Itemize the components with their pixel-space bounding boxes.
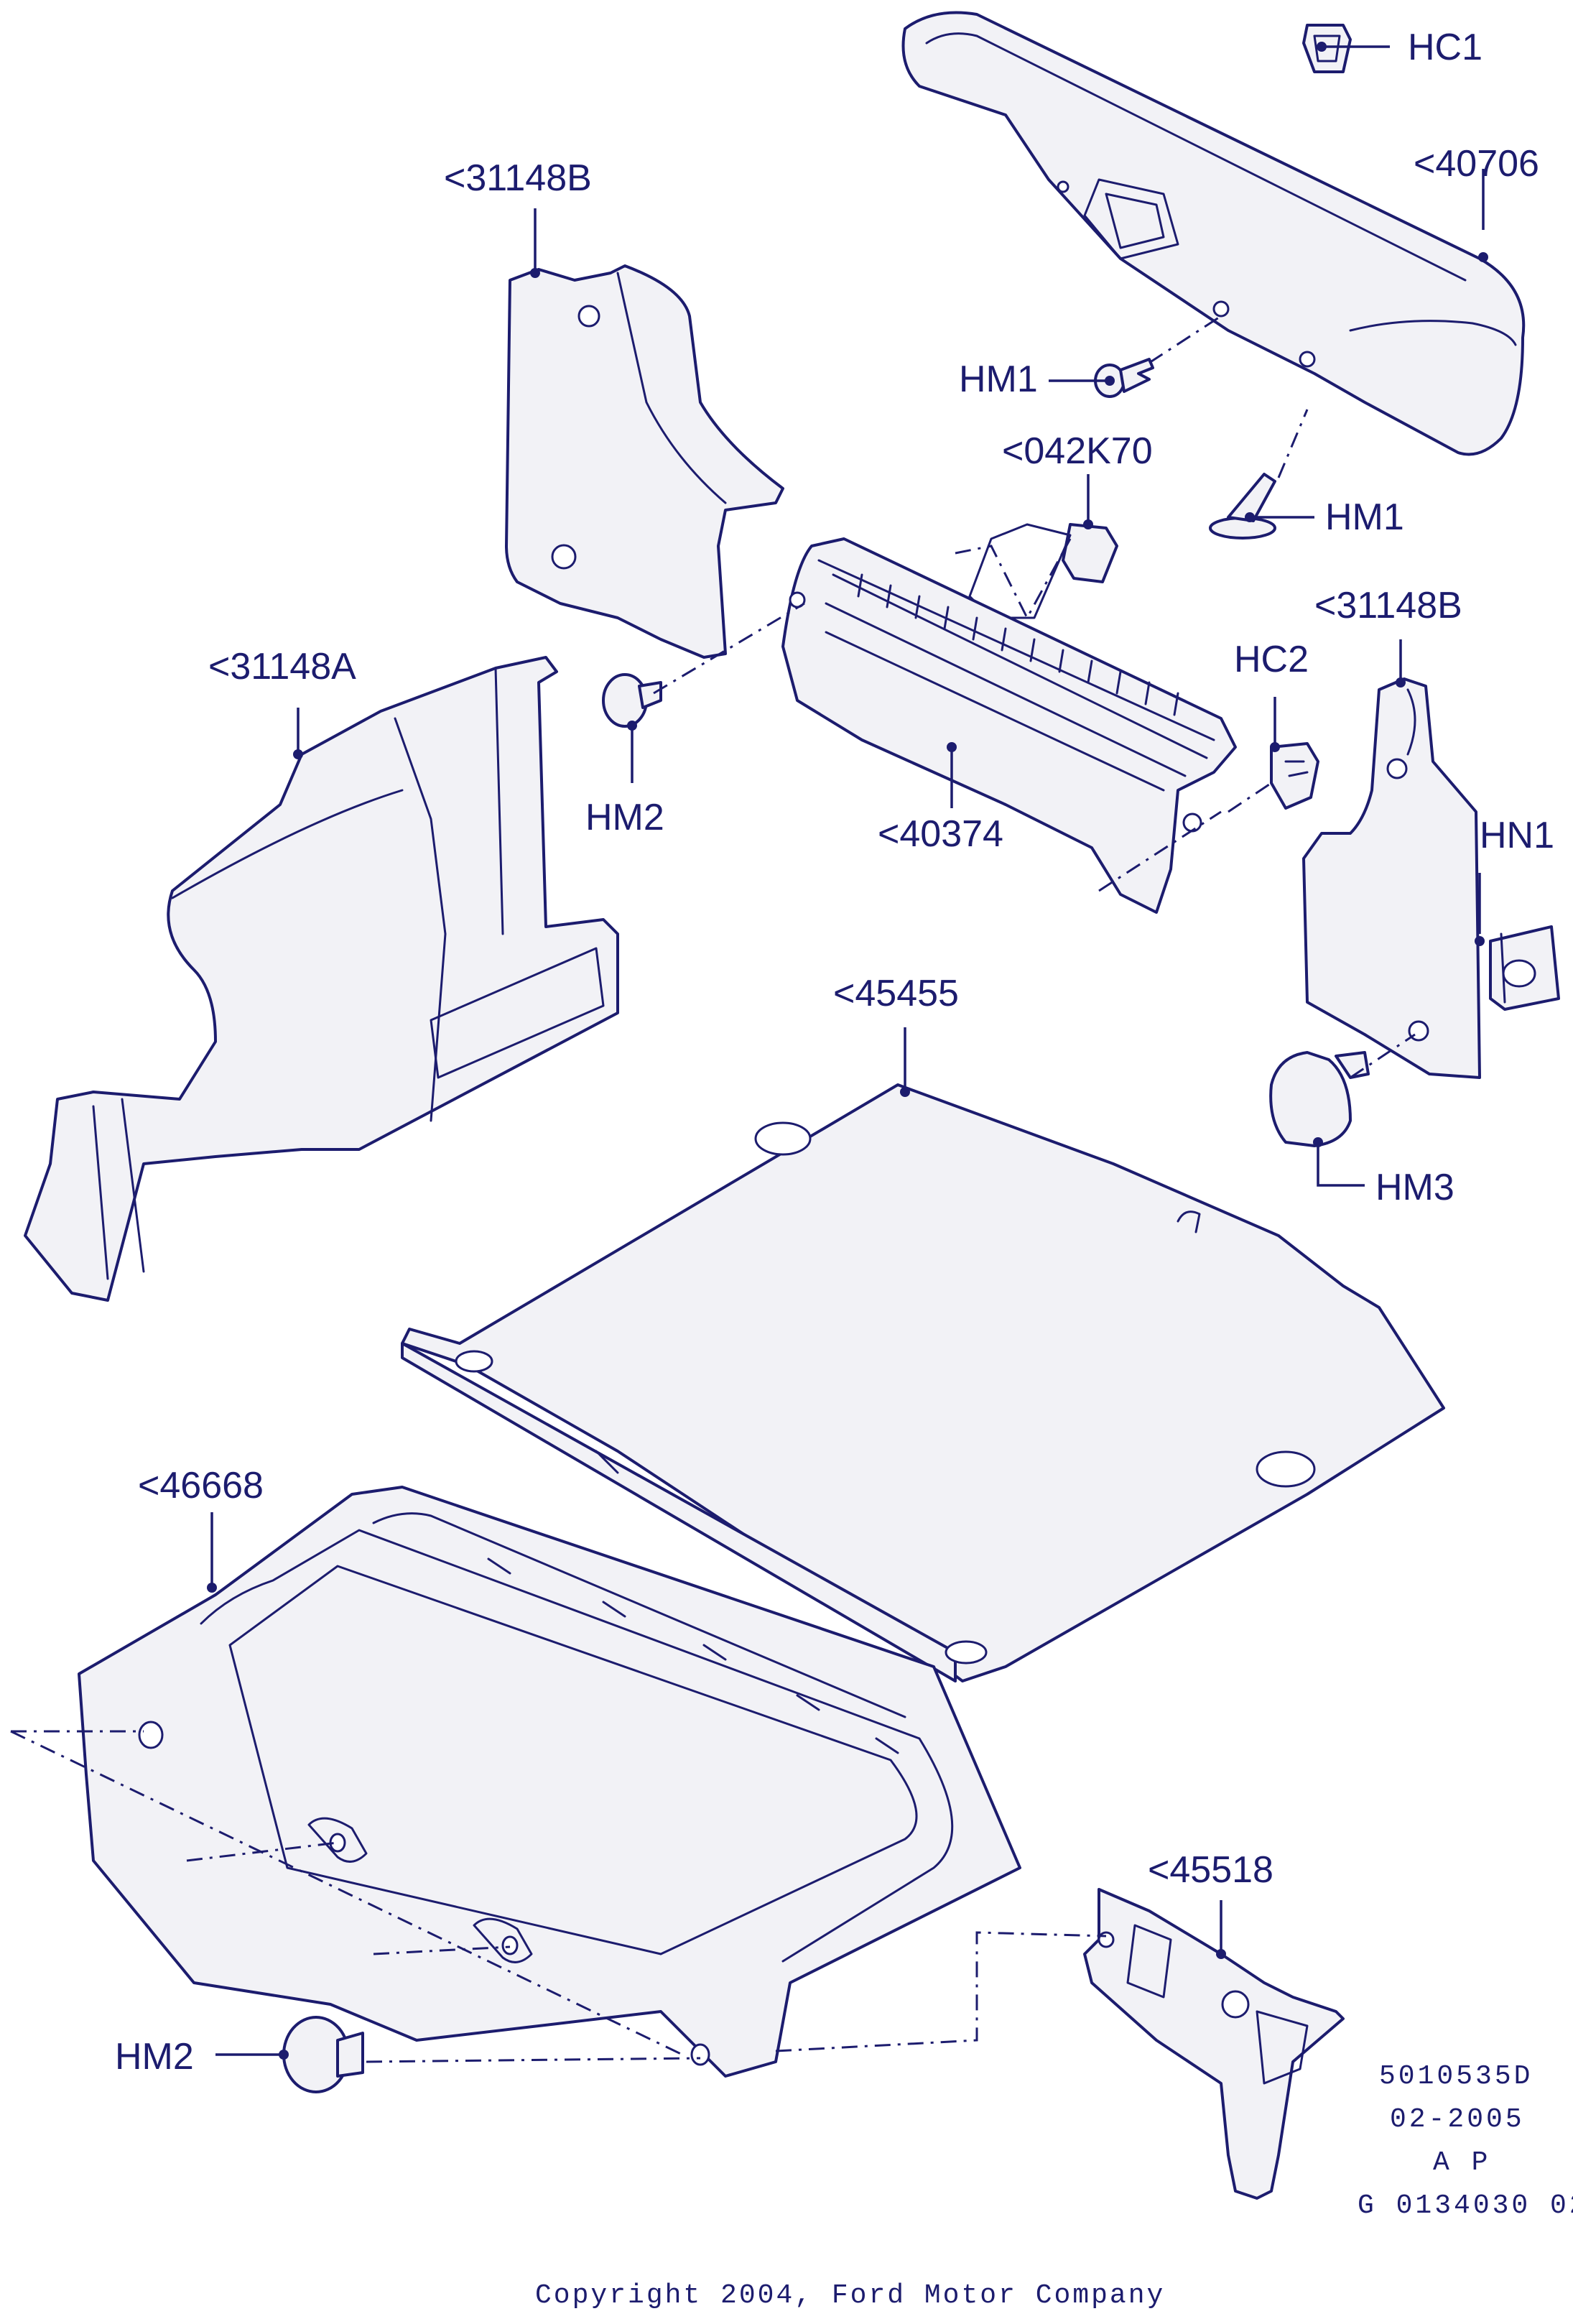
leader-lines: [207, 42, 1488, 2060]
label-46668: <46668: [138, 1465, 264, 1506]
pin-hm2-upper: [602, 673, 662, 728]
label-45455: <45455: [833, 973, 959, 1014]
part-45518-corner-trim: [1083, 1888, 1345, 2200]
part-46668-parcel-shelf: [78, 1486, 1021, 2078]
label-45518: <45518: [1148, 1849, 1273, 1891]
label-hc1: HC1: [1408, 27, 1482, 68]
part-042k70-cap: [968, 523, 1118, 619]
clip-hc2: [1270, 742, 1319, 810]
label-31148b-right: <31148B: [1314, 585, 1462, 626]
label-hn1: HN1: [1480, 815, 1554, 856]
clip-hc1: [1302, 24, 1352, 73]
label-hc2: HC2: [1234, 639, 1309, 680]
part-31148a-side-panel: [24, 656, 619, 1302]
reference-code: 5010535D: [1379, 2061, 1533, 2092]
part-31148b-right-panel: [1302, 677, 1481, 1079]
reference-id: G 0134030 02: [1358, 2190, 1573, 2221]
callout-labels: HC1 <40706 <31148B HM1 HM1 <042K70 <3114…: [115, 27, 1554, 2078]
part-31148b-upper-panel: [505, 264, 784, 659]
part-40374-sill-plate: [781, 537, 1237, 914]
label-hm1-upper: HM1: [959, 358, 1038, 400]
sill-rib-pattern: [857, 573, 1179, 716]
label-31148b-top: <31148B: [444, 157, 592, 199]
assembly-lines: [10, 315, 1416, 2063]
label-hm3: HM3: [1375, 1167, 1454, 1208]
part-40706-trim-panel: [901, 11, 1526, 456]
reference-block: 5010535D 02-2005 A P G 0134030 02: [1358, 2061, 1573, 2221]
reference-date: 02-2005: [1390, 2104, 1525, 2135]
knob-hm3: [1269, 1051, 1370, 1147]
pin-hm2-lower: [282, 2016, 364, 2093]
label-40706: <40706: [1414, 143, 1539, 185]
label-hm1-lower: HM1: [1325, 496, 1404, 538]
part-45455-load-floor: [401, 1083, 1445, 1682]
copyright-notice: Copyright 2004, Ford Motor Company: [535, 2280, 1165, 2311]
label-042k70: <042K70: [1002, 430, 1153, 472]
reference-ap: A P: [1433, 2147, 1490, 2178]
label-40374: <40374: [878, 813, 1003, 855]
label-31148a: <31148A: [208, 646, 356, 688]
label-hm2-upper: HM2: [585, 797, 664, 838]
label-hm2-lower: HM2: [115, 2036, 194, 2078]
pin-hm1-lower: [1209, 473, 1276, 540]
clip-hn1: [1489, 925, 1560, 1011]
pin-hm1-upper: [1094, 358, 1154, 398]
